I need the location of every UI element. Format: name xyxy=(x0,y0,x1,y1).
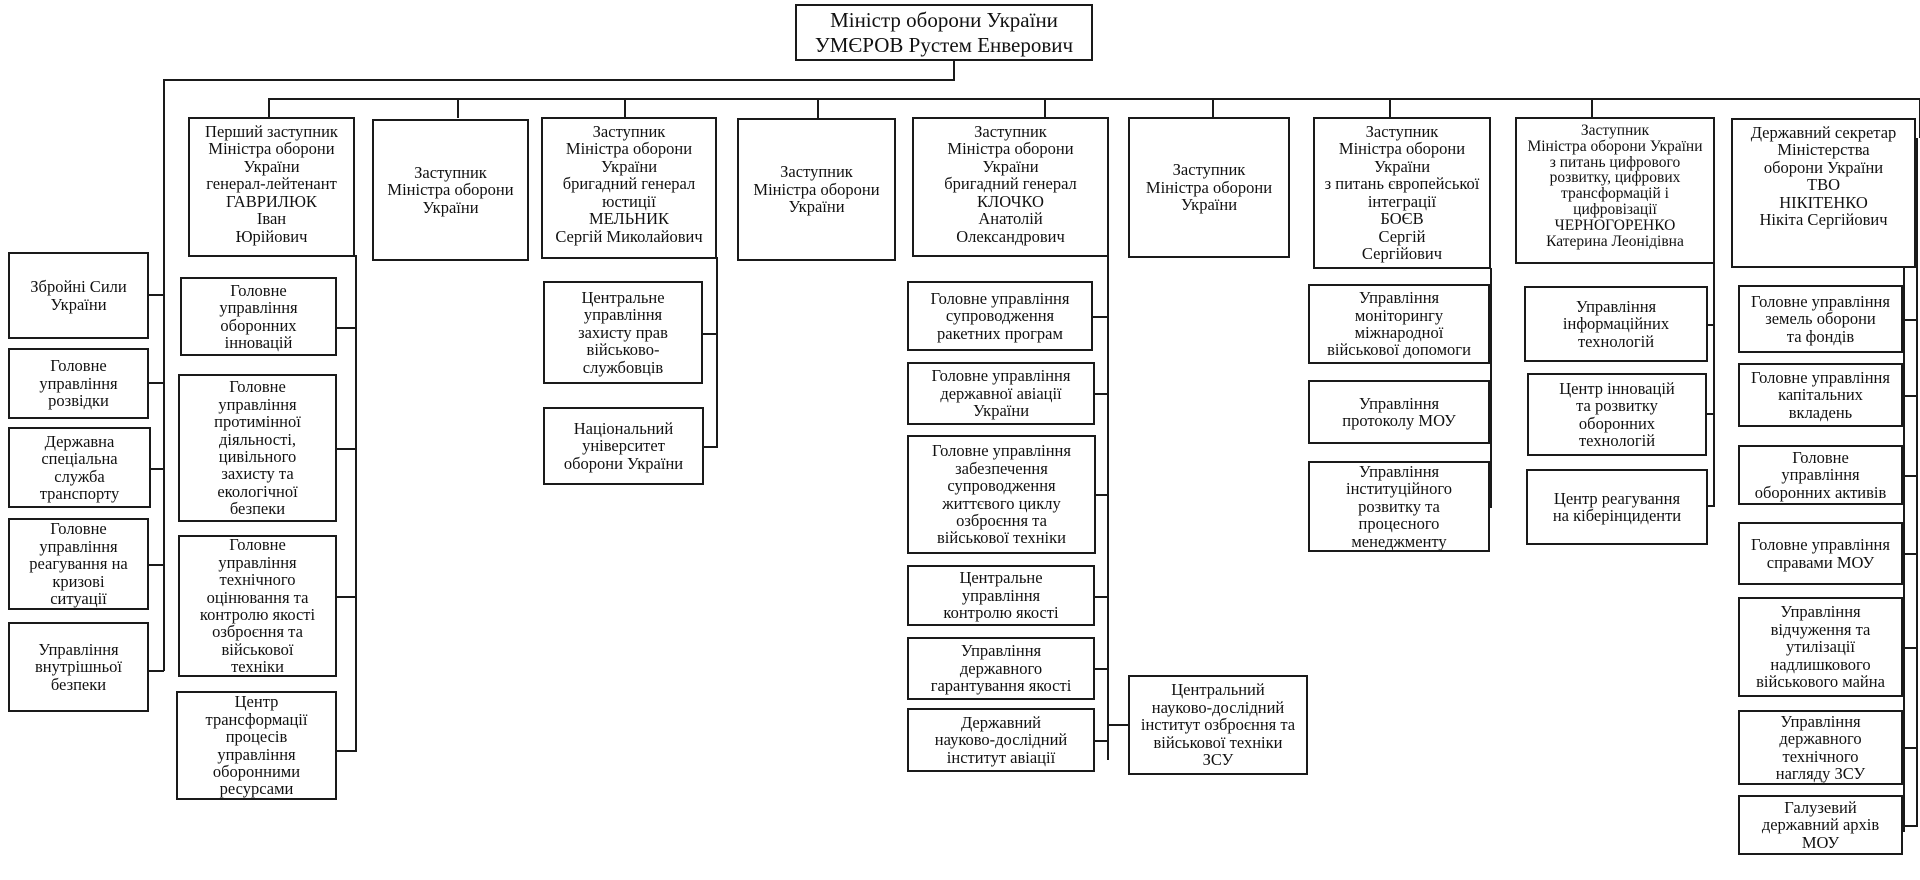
connector-line xyxy=(151,468,164,470)
connector-line xyxy=(624,98,626,118)
connector-line xyxy=(1903,319,1918,321)
deputy-box: Заступник Міністра оборони України брига… xyxy=(541,117,717,259)
connector-line xyxy=(1095,740,1109,742)
connector-line xyxy=(716,257,718,448)
connector-line xyxy=(1093,316,1109,318)
subordinate-box: Управління внутрішньої безпеки xyxy=(8,622,149,712)
connector-line xyxy=(1903,250,1905,832)
connector-line xyxy=(1708,505,1715,507)
unit-box: Головне управління протимінної діяльност… xyxy=(178,374,337,522)
connector-line xyxy=(1096,494,1109,496)
deputy-box: Заступник Міністра оборони України з пит… xyxy=(1515,117,1715,264)
unit-box: Головне управління оборонних інновацій xyxy=(180,277,337,356)
unit-box: Управління відчуження та утилізації надл… xyxy=(1738,597,1903,697)
unit-box: Центр інновацій та розвитку оборонних те… xyxy=(1527,373,1707,456)
deputy-box: Заступник Міністра оборони України з пит… xyxy=(1313,117,1491,269)
connector-line xyxy=(1107,724,1128,726)
connector-line xyxy=(355,255,357,751)
unit-box: Головне управління державної авіації Укр… xyxy=(907,362,1095,425)
connector-line xyxy=(1903,825,1918,827)
unit-box: Центр трансформації процесів управління … xyxy=(176,691,337,800)
connector-line xyxy=(163,79,165,671)
connector-line xyxy=(149,670,164,672)
connector-line xyxy=(1490,411,1492,413)
connector-line xyxy=(457,98,459,118)
connector-line xyxy=(337,750,357,752)
subordinate-box: Головне управління розвідки xyxy=(8,348,149,419)
connector-line xyxy=(704,446,718,448)
connector-line xyxy=(1490,268,1492,507)
connector-line xyxy=(703,333,718,335)
connector-line xyxy=(149,294,164,296)
connector-line xyxy=(1903,395,1918,397)
deputy-box: Заступник Міністра оборони України xyxy=(1128,117,1290,258)
deputy-box: Державний секретар Міністерства оборони … xyxy=(1731,118,1916,268)
connector-line xyxy=(1095,596,1109,598)
connector-line xyxy=(1490,324,1492,326)
connector-line xyxy=(1916,138,1918,827)
connector-line xyxy=(268,98,270,118)
connector-line xyxy=(817,98,819,118)
subordinate-box: Збройні Сили України xyxy=(8,252,149,339)
deputy-box: Перший заступник Міністра оборони Україн… xyxy=(188,117,355,257)
minister-box: Міністр оборони України УМЄРОВ Рустем Ен… xyxy=(795,4,1093,61)
connector-line xyxy=(1490,506,1492,508)
unit-box: Головне управління земель оборони та фон… xyxy=(1738,285,1903,353)
connector-line xyxy=(149,564,164,566)
deputy-box: Заступник Міністра оборони України брига… xyxy=(912,117,1109,257)
unit-box: Головне управління капітальних вкладень xyxy=(1738,363,1903,427)
connector-line xyxy=(1708,324,1715,326)
unit-box: Центральний науково-дослідний інститут о… xyxy=(1128,675,1308,775)
deputy-box: Заступник Міністра оборони України xyxy=(737,118,896,261)
connector-line xyxy=(1095,393,1109,395)
unit-box: Управління протоколу МОУ xyxy=(1308,380,1490,444)
unit-box: Державний науково-дослідний інститут аві… xyxy=(907,708,1095,772)
connector-line xyxy=(1903,553,1918,555)
connector-line xyxy=(337,448,357,450)
unit-box: Головне управління технічного оцінювання… xyxy=(178,535,337,677)
connector-line xyxy=(1044,98,1046,118)
connector-line xyxy=(268,98,1920,100)
unit-box: Управління інформаційних технологій xyxy=(1524,286,1708,362)
connector-line xyxy=(1903,475,1918,477)
unit-box: Центр реагування на кіберінциденти xyxy=(1526,469,1708,545)
unit-box: Центральне управління захисту прав війсь… xyxy=(543,281,703,384)
unit-box: Управління моніторингу міжнародної війсь… xyxy=(1308,284,1490,364)
connector-line xyxy=(1389,98,1391,118)
connector-line xyxy=(1713,262,1715,506)
unit-box: Галузевий державний архів МОУ xyxy=(1738,795,1903,855)
connector-line xyxy=(1212,98,1214,118)
connector-line xyxy=(337,596,357,598)
connector-line xyxy=(337,327,357,329)
unit-box: Центральне управління контролю якості xyxy=(907,565,1095,626)
connector-line xyxy=(1095,668,1109,670)
unit-box: Головне управління забезпечення супровод… xyxy=(907,435,1096,554)
deputy-box: Заступник Міністра оборони України xyxy=(372,119,529,261)
unit-box: Головне управління супроводження ракетни… xyxy=(907,281,1093,351)
unit-box: Головне управління справами МОУ xyxy=(1738,522,1903,585)
connector-line xyxy=(163,79,954,81)
unit-box: Головне управління оборонних активів xyxy=(1738,445,1903,505)
connector-line xyxy=(953,51,955,81)
unit-box: Управління інституційного розвитку та пр… xyxy=(1308,461,1490,552)
connector-line xyxy=(1903,747,1918,749)
unit-box: Управління державного технічного нагляду… xyxy=(1738,710,1903,785)
connector-line xyxy=(1591,98,1593,118)
connector-line xyxy=(1903,647,1918,649)
connector-line xyxy=(1707,413,1715,415)
connector-line xyxy=(1107,255,1109,760)
unit-box: Національний університет оборони України xyxy=(543,407,704,485)
connector-line xyxy=(149,382,164,384)
subordinate-box: Державна спеціальна служба транспорту xyxy=(8,427,151,508)
unit-box: Управління державного гарантування якост… xyxy=(907,637,1095,700)
subordinate-box: Головне управління реагування на кризові… xyxy=(8,518,149,610)
